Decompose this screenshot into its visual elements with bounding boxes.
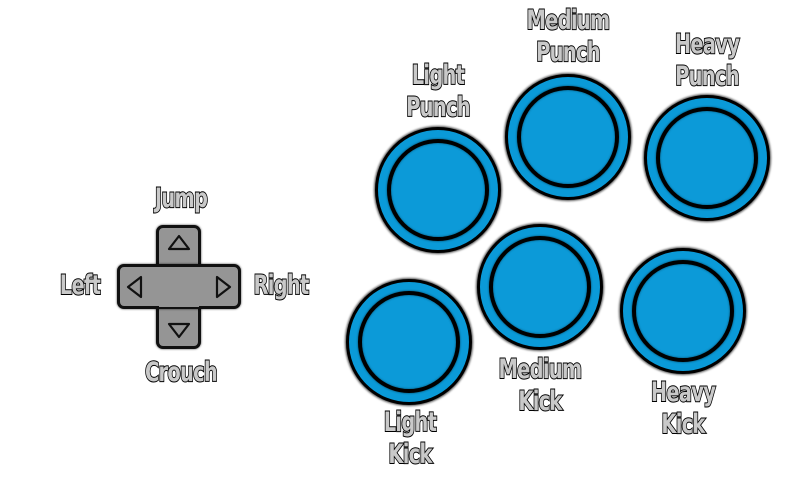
left-label: Left bbox=[59, 269, 102, 302]
heavy-punch-button-face bbox=[656, 107, 758, 209]
crouch-label: Crouch bbox=[144, 356, 218, 389]
jump-label: Jump bbox=[154, 182, 209, 215]
dpad[interactable] bbox=[117, 225, 241, 349]
dpad-down-button[interactable] bbox=[167, 321, 191, 339]
light-punch-button-face bbox=[387, 139, 489, 241]
triangle-up-icon bbox=[167, 234, 191, 251]
heavy-kick-button[interactable] bbox=[620, 248, 746, 374]
medium-kick-button-face bbox=[489, 236, 591, 338]
dpad-right-button[interactable] bbox=[214, 275, 232, 299]
light-kick-button[interactable] bbox=[346, 279, 472, 405]
heavy-kick-button-face bbox=[632, 260, 734, 362]
dpad-center bbox=[159, 267, 199, 307]
dpad-left-button[interactable] bbox=[126, 275, 144, 299]
triangle-down-icon bbox=[167, 322, 191, 339]
light-kick-button-face bbox=[358, 291, 460, 393]
dpad-up-button[interactable] bbox=[167, 234, 191, 252]
medium-punch-button-face bbox=[517, 86, 619, 188]
medium-kick-button[interactable] bbox=[477, 224, 603, 350]
triangle-right-icon bbox=[215, 275, 232, 299]
medium-punch-button[interactable] bbox=[505, 74, 631, 200]
triangle-left-icon bbox=[126, 275, 143, 299]
right-label: Right bbox=[253, 269, 310, 302]
light-punch-button[interactable] bbox=[375, 127, 501, 253]
heavy-punch-button[interactable] bbox=[644, 95, 770, 221]
